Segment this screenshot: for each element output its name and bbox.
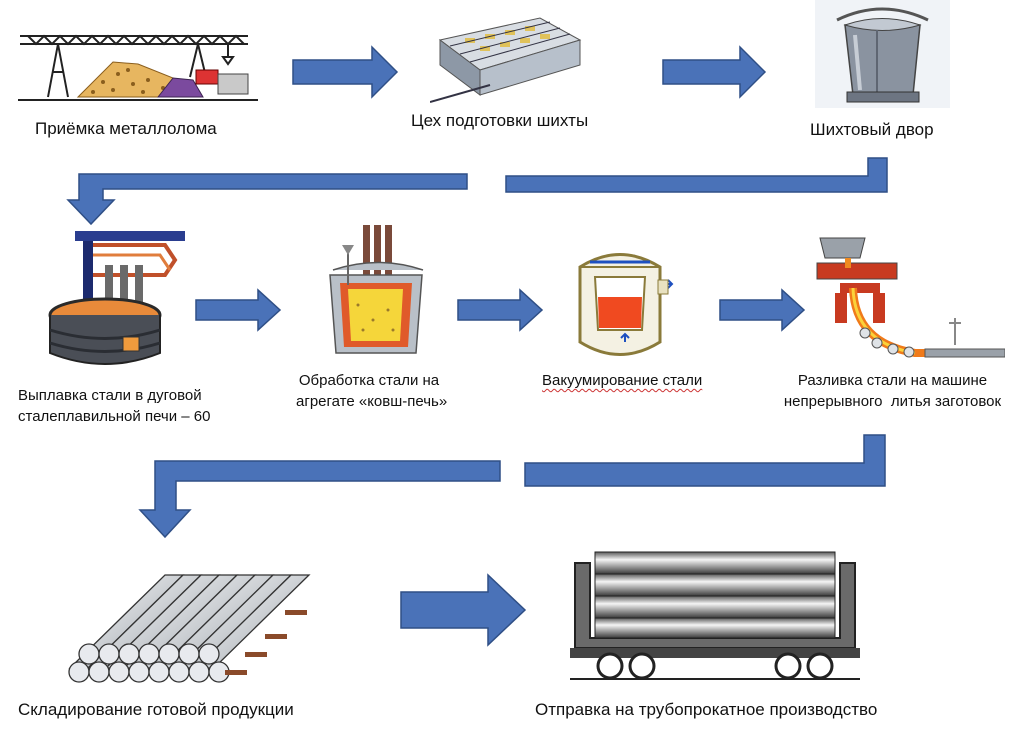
arrow-1-2 xyxy=(292,45,399,99)
arrow-5-6 xyxy=(457,288,544,332)
connector-left-segment-1 xyxy=(66,173,468,226)
stage-label-scrap-receiving: Приёмка металлолома xyxy=(35,119,217,138)
arrow-4-5 xyxy=(195,288,282,332)
stage-label-eaf-line2: сталеплавильной печи – 60 xyxy=(18,408,211,425)
scrap-yard-crane-icon xyxy=(18,34,258,101)
stage-label-vacuum: Вакуумирование стали xyxy=(542,372,703,389)
stage-label-ladle-line1: Обработка стали на xyxy=(298,372,440,389)
vacuum-degasser-icon xyxy=(578,253,674,356)
stage-label-charge-yard: Шихтовый двор xyxy=(810,120,934,139)
billet-stack-icon xyxy=(68,574,311,683)
stage-label-ladle-line2: агрегате «ковш-печь» xyxy=(296,393,448,410)
stage-label-charge-prep: Цех подготовки шихты xyxy=(411,111,589,130)
arrow-6-7 xyxy=(719,288,806,332)
arrow-8-9 xyxy=(400,573,527,647)
rail-wagon-icon xyxy=(570,551,860,680)
charge-bucket-icon xyxy=(815,0,950,108)
charge-prep-shop-icon xyxy=(430,17,582,103)
stage-label-caster-line1: Разливка стали на машине xyxy=(797,372,988,389)
stage-label-eaf-line1: Выплавка стали в дуговой xyxy=(18,387,202,404)
stage-label-caster-line2: непрерывного литья заготовок xyxy=(783,393,1002,410)
connector-right-segment-1 xyxy=(505,157,888,193)
stage-label-storage: Складирование готовой продукции xyxy=(18,700,294,719)
ladle-furnace-icon xyxy=(329,225,424,354)
stage-label-shipment: Отправка на трубопрокатное производство xyxy=(535,700,878,719)
connector-right-segment-2 xyxy=(524,434,886,487)
connector-left-segment-2 xyxy=(138,460,501,539)
arrow-2-3 xyxy=(662,45,767,99)
continuous-caster-icon xyxy=(816,237,1005,358)
arc-furnace-icon xyxy=(48,231,185,365)
